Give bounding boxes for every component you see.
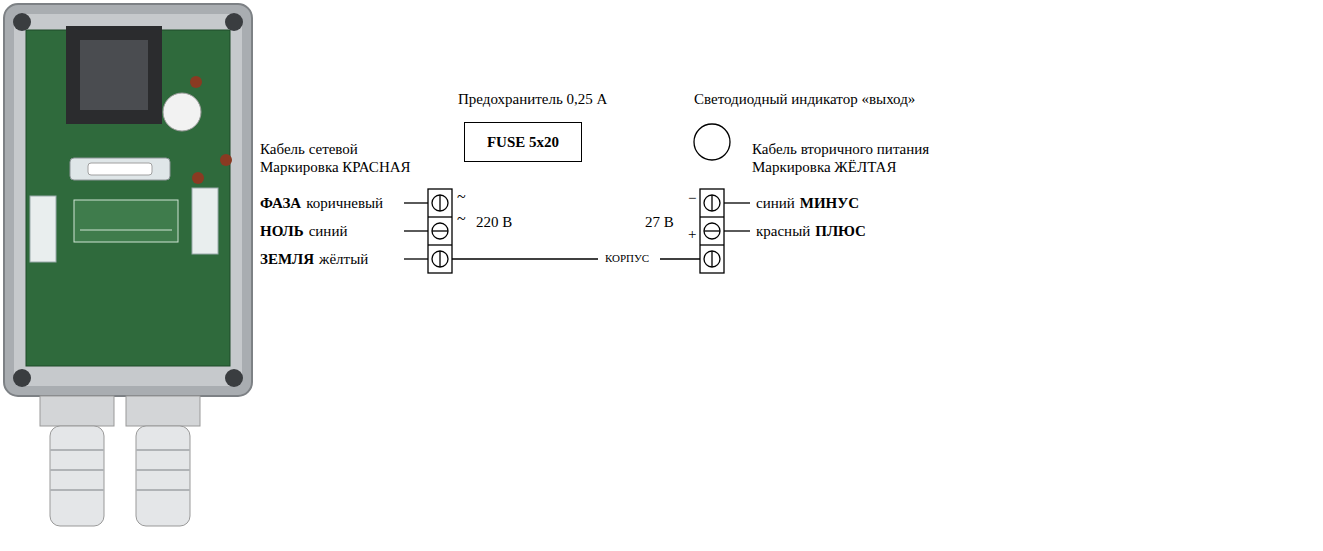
capacitor xyxy=(163,93,201,131)
wire-label: синий xyxy=(756,194,795,212)
label-row: Маркировка КРАСНАЯ xyxy=(260,158,411,176)
wire-label: синий xyxy=(309,222,348,240)
corner-screw xyxy=(13,369,31,387)
polarity-sign: − xyxy=(688,189,696,207)
housing xyxy=(4,4,252,396)
label-row: Маркировка ЖЁЛТАЯ xyxy=(752,158,896,176)
label-row: Предохранитель 0,25 А xyxy=(458,90,607,108)
label-row: ~ xyxy=(457,188,466,206)
terminal-block xyxy=(30,196,56,262)
label-row: − xyxy=(688,189,696,207)
cable-label: Маркировка ЖЁЛТАЯ xyxy=(752,158,896,176)
wire-label: НОЛЬ xyxy=(260,222,304,240)
terminal-block-symbol xyxy=(700,189,724,273)
cable-gland xyxy=(40,396,114,426)
fuse-box: FUSE 5x20 xyxy=(464,122,582,162)
polarity-sign: + xyxy=(688,225,696,243)
cable-label: Маркировка КРАСНАЯ xyxy=(260,158,411,176)
ac-symbol: ~ xyxy=(457,210,466,228)
wire xyxy=(404,203,750,259)
component xyxy=(220,154,232,166)
terminal-block xyxy=(192,188,218,254)
voltage-label: 220 В xyxy=(476,213,512,231)
wire-label: ФАЗА xyxy=(260,194,301,212)
wire-label: коричневый xyxy=(306,194,383,212)
label-row: Кабель вторичного питания xyxy=(752,140,929,158)
wire-label: ЗЕМЛЯ xyxy=(260,250,314,268)
wire-label: жёлтый xyxy=(319,250,368,268)
wire-label: красный xyxy=(756,222,810,240)
cable-label: Кабель вторичного питания xyxy=(752,140,929,158)
label-row: Светодиодный индикатор «выход» xyxy=(694,90,915,108)
label-row: 220 В xyxy=(476,213,512,231)
cable-gland xyxy=(126,396,200,426)
cable-gland xyxy=(50,426,104,526)
cable-gland xyxy=(136,426,190,526)
corner-screw xyxy=(13,13,31,31)
label-row: ФАЗА коричневый xyxy=(260,194,383,212)
label-row: ~ xyxy=(457,210,466,228)
circuit-board xyxy=(26,30,230,366)
transformer xyxy=(66,26,162,124)
corner-screw xyxy=(225,13,243,31)
component xyxy=(190,76,202,88)
board-marking xyxy=(80,230,172,231)
note-label: Предохранитель 0,25 А xyxy=(458,90,607,108)
label-row: КОРПУС xyxy=(605,251,649,265)
gland-ridges xyxy=(50,450,190,490)
label-row: красный ПЛЮС xyxy=(756,222,866,240)
led-indicator xyxy=(694,124,730,160)
board-marking xyxy=(74,200,178,242)
label-row: 27 В xyxy=(645,213,674,231)
label-row: + xyxy=(688,225,696,243)
label-row: синий МИНУС xyxy=(756,194,859,212)
corner-screw xyxy=(225,369,243,387)
component xyxy=(192,172,204,184)
housing-inner xyxy=(14,14,242,386)
note-label: Светодиодный индикатор «выход» xyxy=(694,90,915,108)
wire-label: ПЛЮС xyxy=(815,222,866,240)
label-row: НОЛЬ синий xyxy=(260,222,347,240)
fuse-glass xyxy=(88,163,152,175)
label-row: Кабель сетевой xyxy=(260,140,358,158)
ground-label: КОРПУС xyxy=(605,251,649,265)
label-row: ЗЕМЛЯ жёлтый xyxy=(260,250,368,268)
terminal-block-symbol xyxy=(428,189,452,273)
wire-label: МИНУС xyxy=(800,194,859,212)
ac-symbol: ~ xyxy=(457,188,466,206)
cable-label: Кабель сетевой xyxy=(260,140,358,158)
voltage-label: 27 В xyxy=(645,213,674,231)
fuse-label: FUSE 5x20 xyxy=(487,134,559,151)
fuse-holder xyxy=(70,158,170,180)
transformer-core xyxy=(80,40,148,110)
